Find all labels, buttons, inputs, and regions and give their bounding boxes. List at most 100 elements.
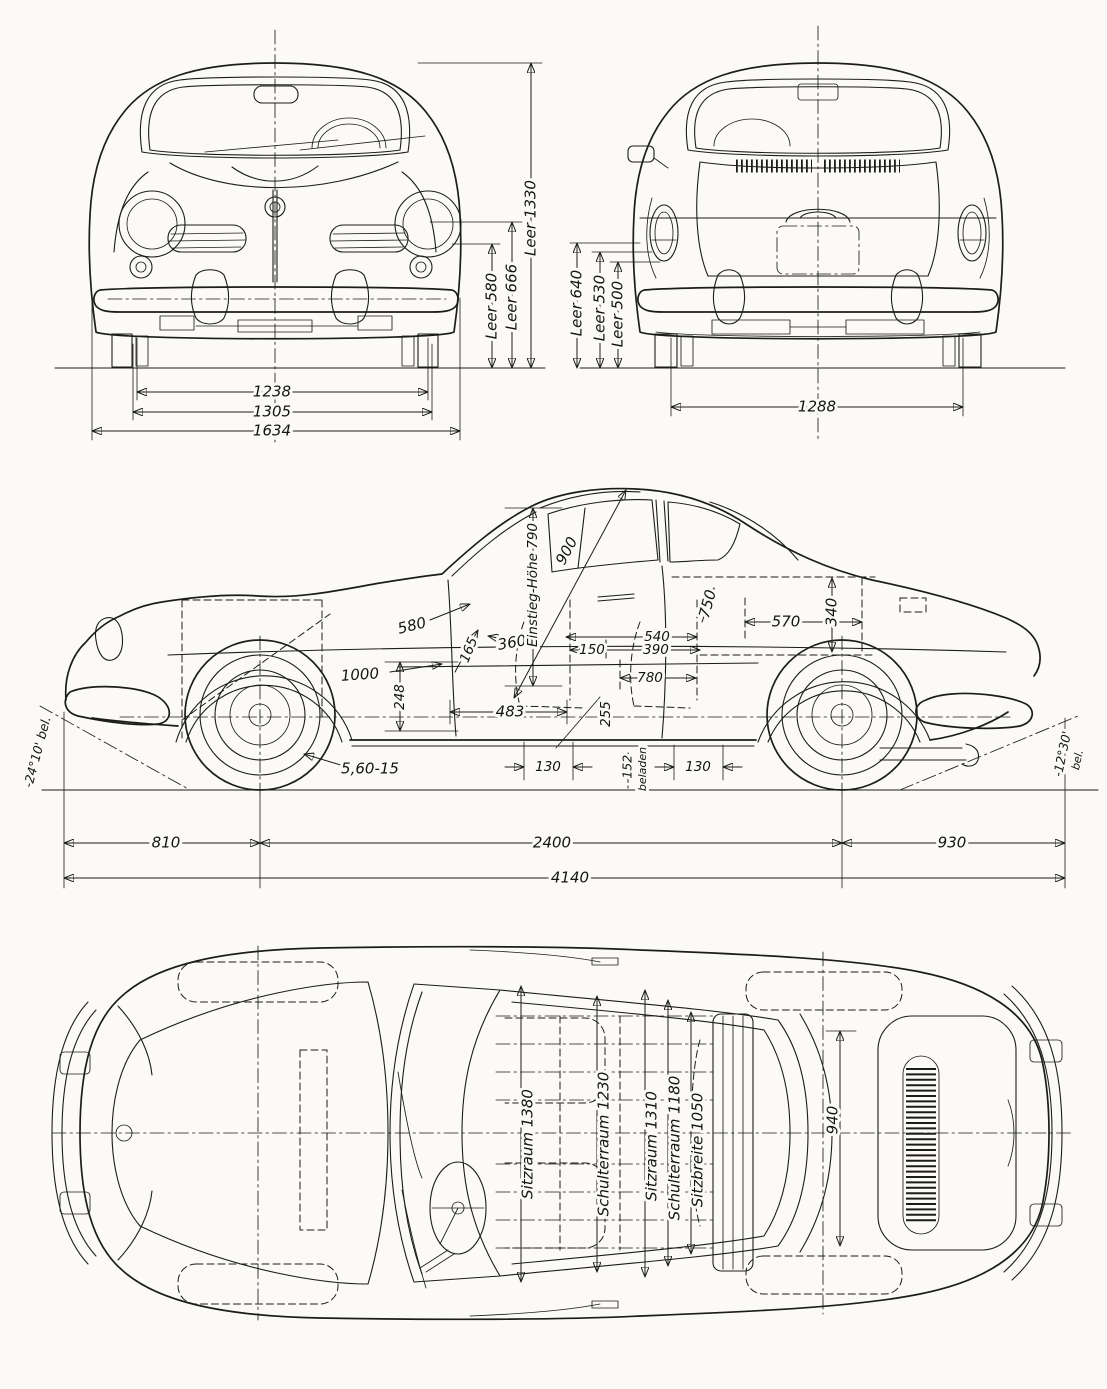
top-door-handles [469,949,619,1317]
rear-wheel-right-rim [942,335,956,367]
rear-wheel-disc [811,684,873,746]
side-axle-centerlines [39,635,1079,796]
dim-text-130f: 130 [535,759,561,775]
dim-text-152: -152 [620,755,635,783]
rear-overrider-bottom [1029,1203,1063,1227]
dim-text-248: 248 [392,684,408,710]
rear-overrider-top [1029,1039,1063,1063]
grille-left [167,224,247,253]
rear-wheel-left-tire [654,333,678,368]
rear-fender-creases [646,197,990,279]
side-wheel-arches [175,675,931,743]
dim-text-1305: 1305 [253,403,291,421]
top-engine-lid [877,1015,1017,1251]
headlight-right-outer [394,190,462,258]
dim-text-tire-size: 5,60-15 [341,760,399,778]
rear-engine-lid [696,161,940,277]
front-headlights [118,190,462,258]
dim-text-165: 165 [457,635,481,665]
dim-line-900 [513,489,627,699]
front-body-outline [88,62,462,340]
dim-text-130r: 130 [685,759,711,775]
dim-text-900: 900 [552,534,581,568]
rear-bumper-overriders [712,269,924,325]
steering-wheel-rim [429,1161,487,1255]
side-rear-bumper [915,692,1034,730]
top-body-outline [79,945,1050,1321]
front-tire-outer [184,639,336,791]
rear-wheel-right-tire [958,333,982,368]
dim-text-sitzraum-front: Sitzraum 1380 [519,1089,537,1199]
dim-text-1634: 1634 [253,422,291,440]
taillight-left-outer [649,204,679,262]
front-hub [248,703,272,727]
signal-right [409,255,433,279]
shelf-outline [712,1013,754,1272]
top-view: Sitzraum 1380 Schulterraum 1230 Sitzraum… [51,945,1073,1321]
front-wheel-right-rim [401,335,415,367]
wheel-rear-right [745,1255,903,1295]
dim-text-sitzraum-rear: Sitzraum 1310 [643,1091,661,1201]
dim-text-930: 930 [938,834,967,852]
leader-tire-size [303,754,345,767]
signal-left-lens [135,261,147,273]
front-bumper-overriders [190,269,370,325]
headlight-left-inner [126,198,178,250]
headlight-right-inner [402,198,454,250]
grille-left-slats [168,232,246,249]
front-view: 1238 1305 1634 Leer 580 Leer 666 Leer 13… [54,29,546,443]
dim-text-940: 940 [824,1106,842,1135]
rear-window-vent [797,83,839,101]
angle-text-rear-note: bel. [1069,749,1086,772]
wheel-front-left [177,961,339,1003]
front-wheel-left-tire [111,333,133,368]
dim-text-1000: 1000 [340,664,379,685]
dim-text-leer530: Leer 530 [591,275,609,341]
top-rear-shelf [712,1013,754,1272]
dim-text-780: 780 [637,670,663,686]
side-extension-lines [63,507,1066,1032]
dim-text-2400: 2400 [533,834,571,852]
signal-right-lens [415,261,427,273]
rear-bumper-arcs [1003,985,1063,1281]
front-windshield [139,76,411,159]
dim-text-leer1330: Leer 1330 [522,180,540,256]
dim-text-schulterraum-rear: Schulterraum 1180 [666,1076,684,1221]
angle-text-rear: -12°30' [1050,730,1074,778]
rear-wheel-left-rim [680,335,694,367]
rear-license-plate [776,225,860,275]
dim-text-255: 255 [598,701,614,727]
top-luggage-dashed [299,1049,328,1231]
dim-text-150: 150 [579,642,605,658]
dim-text-sitzbreite: Sitzbreite 1050 [689,1093,707,1208]
leader-1000 [389,664,443,673]
front-turn-signals [129,255,433,279]
rear-wheels [654,333,982,368]
front-rim [214,669,306,761]
side-front-wheel [184,639,336,791]
dim-text-leer580: Leer 580 [483,273,501,339]
dim-text-leer640: Leer 640 [568,270,586,336]
front-steering-wheel-arc [311,117,387,149]
leader-165 [454,629,479,673]
taillight-right-outer [957,204,987,262]
dim-text-schulterraum-front: Schulterraum 1230 [595,1072,613,1217]
headlight-left-outer [118,190,186,258]
top-wheels-dashed [177,961,903,1305]
leader-750 [701,587,714,623]
front-chassis-details [159,315,393,333]
dim-text-leer500: Leer 500 [609,281,627,347]
top-wipers [397,1071,427,1289]
top-hood [111,981,389,1285]
wheel-front-right [177,1263,339,1305]
rear-tire-outer [766,639,918,791]
taillight-left-inner [654,211,674,255]
dim-text-leer666: Leer 666 [503,264,521,330]
dim-text-1238: 1238 [253,383,291,401]
front-extension-lines [91,62,543,441]
rear-window [685,78,951,157]
front-overrider-top [59,1051,91,1075]
dim-text-4140: 4140 [551,869,589,887]
top-centerline [51,945,1073,1321]
